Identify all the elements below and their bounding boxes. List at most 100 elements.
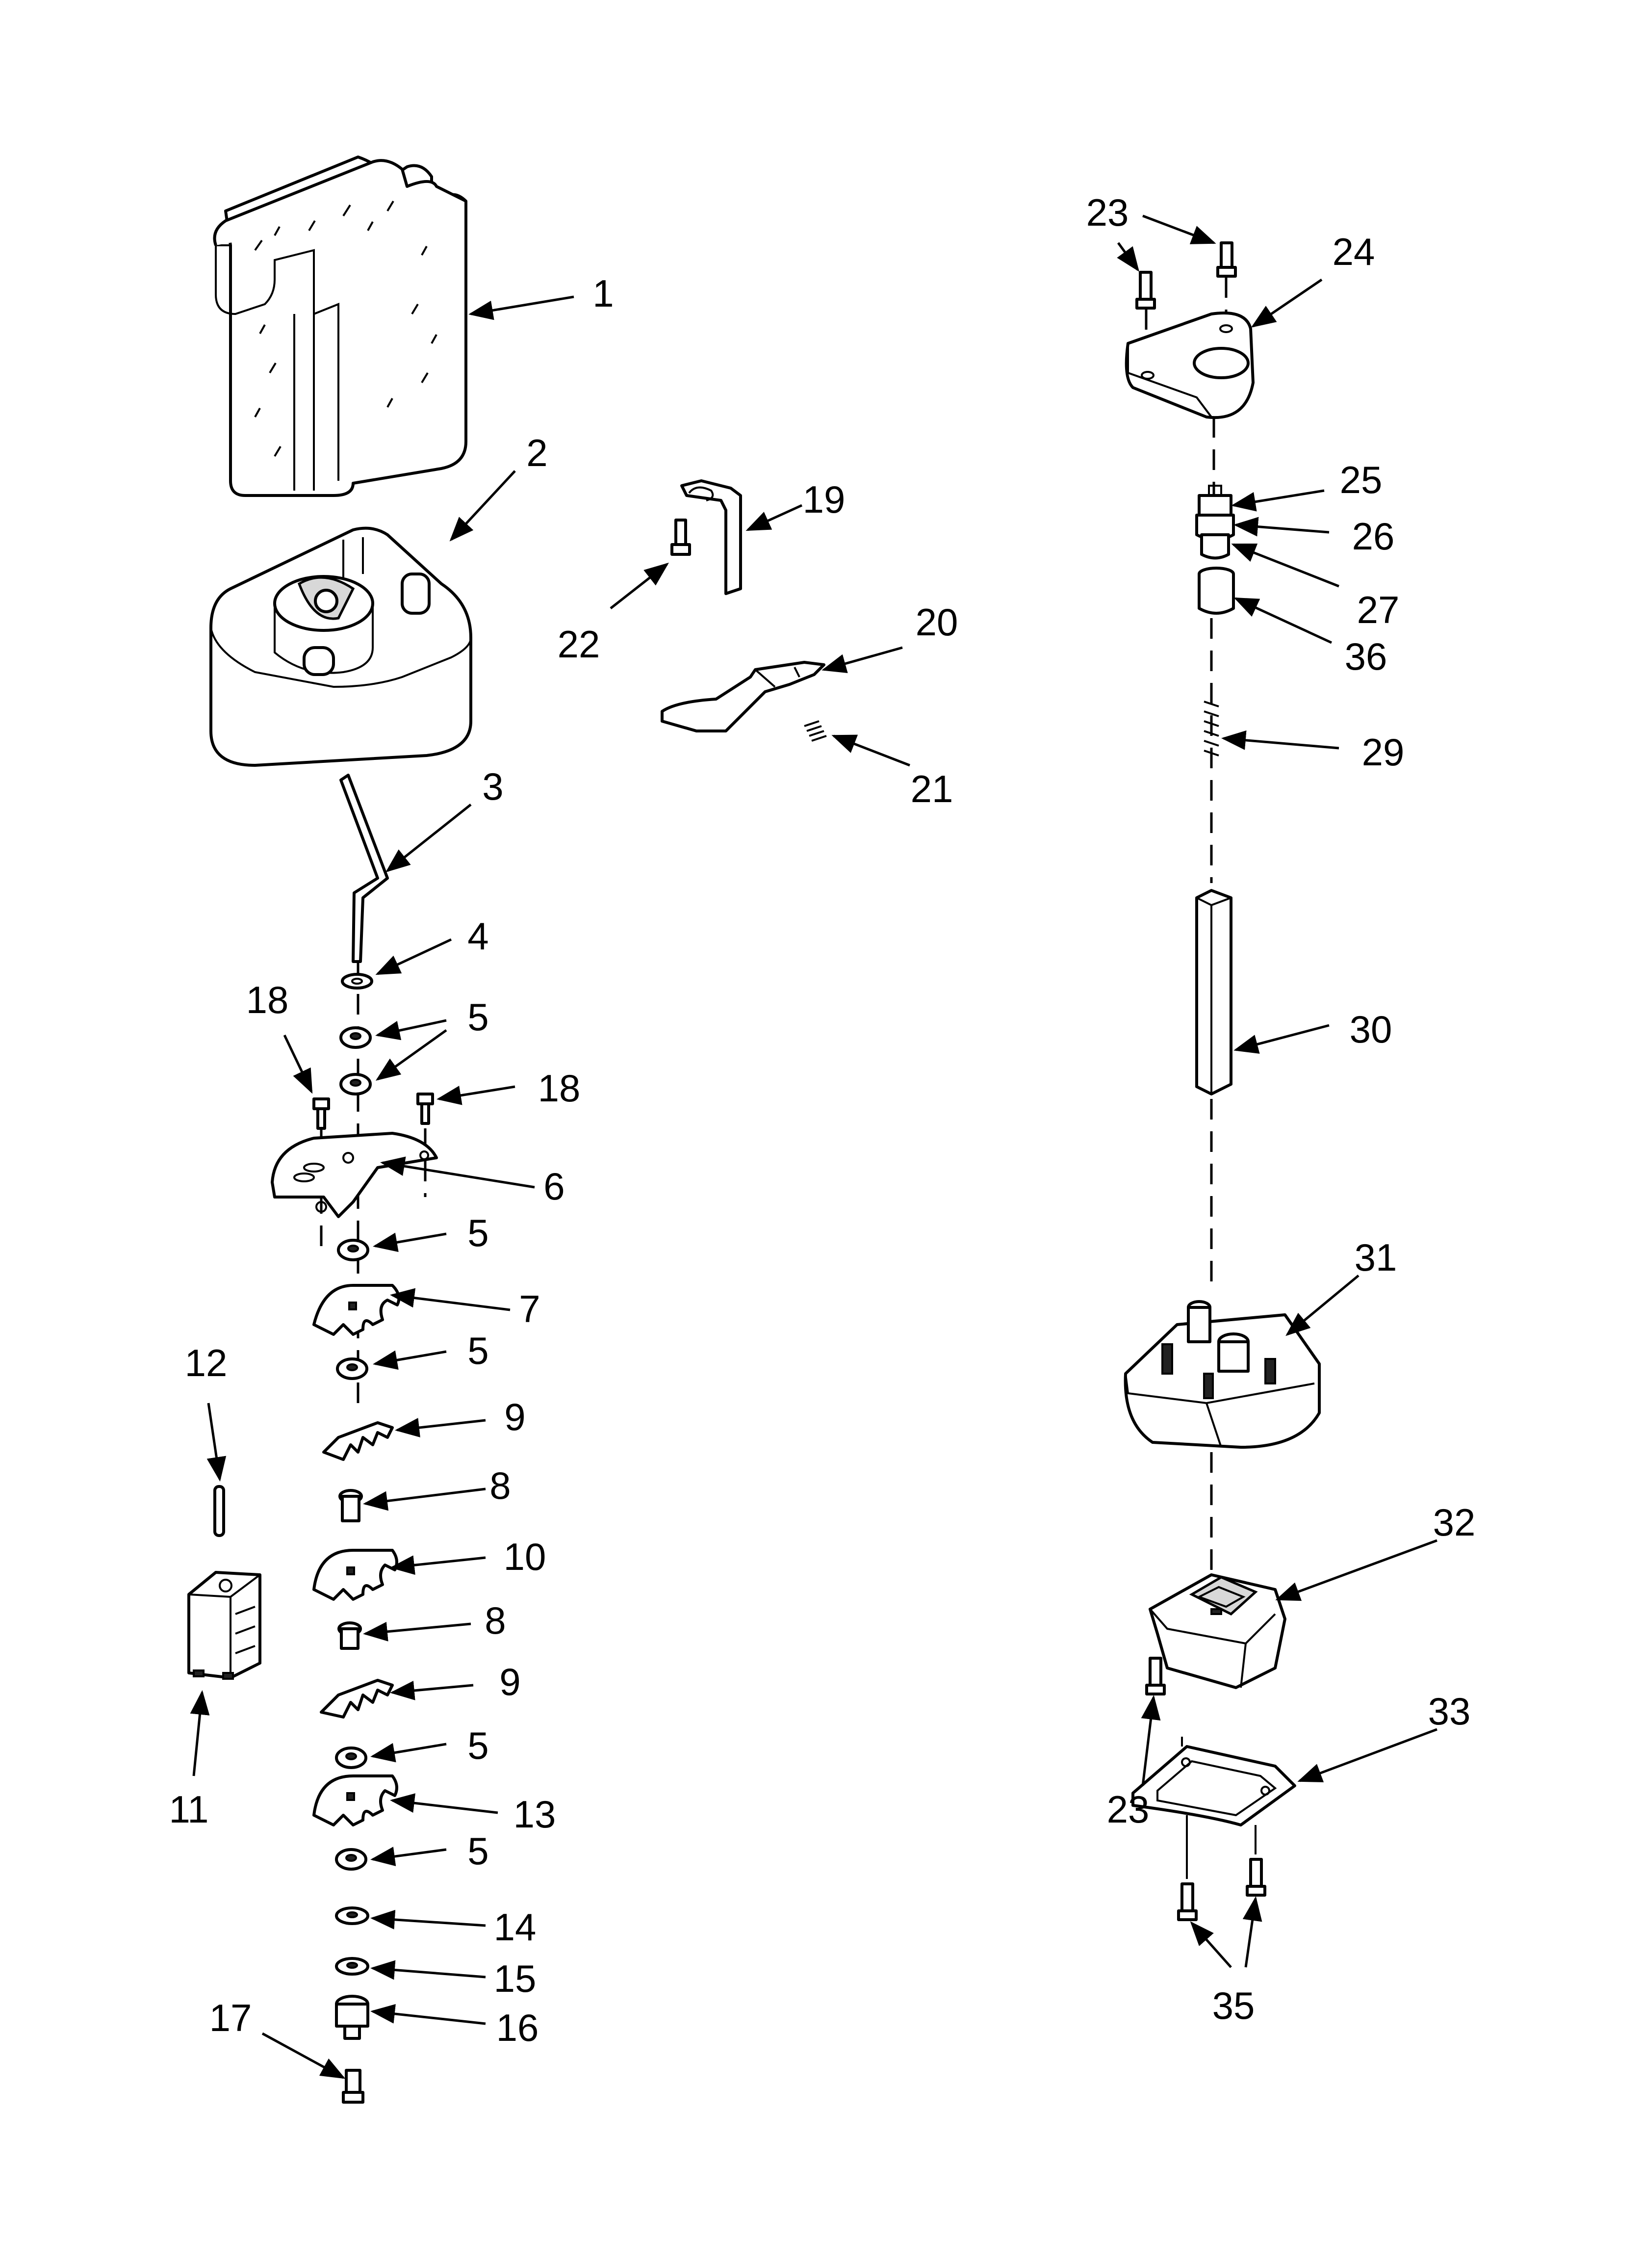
part-5-spacer-f (335, 1848, 367, 1871)
part-6-bracket (271, 1132, 438, 1218)
callout-9b: 9 (499, 1660, 520, 1703)
part-8-bushing-b (337, 1621, 362, 1650)
leader-5c (373, 1350, 447, 1370)
callout-18a: 18 (246, 978, 289, 1021)
leader-11 (190, 1690, 210, 1776)
leader-12 (206, 1403, 227, 1482)
callout-30: 30 (1350, 1008, 1392, 1051)
callout-32: 32 (1433, 1501, 1476, 1544)
callout-5a: 5 (467, 995, 488, 1039)
part-24-mount-plate (1125, 312, 1255, 419)
callout-18b: 18 (538, 1067, 581, 1110)
leader-16 (370, 2004, 486, 2025)
callout-23a: 23 (1086, 191, 1129, 234)
leader-17 (261, 2032, 346, 2079)
callout-4: 4 (467, 914, 488, 958)
callout-15: 15 (494, 1957, 537, 2000)
leader-10 (390, 1555, 486, 1575)
callout-labels: 1 2 3 4 5 18 18 6 5 7 5 12 9 8 10 8 9 11… (169, 191, 1476, 2049)
leader-23a2 (1142, 214, 1216, 244)
part-23-screw-lower (1145, 1657, 1166, 1695)
part-19-clip (680, 479, 742, 595)
leader-4 (375, 938, 452, 975)
callout-9a: 9 (504, 1395, 525, 1438)
leader-29 (1221, 730, 1339, 750)
leader-15 (370, 1960, 486, 1980)
part-9-stationary-blade-b (320, 1679, 394, 1719)
leader-22 (610, 562, 669, 609)
part-35-screw-right (1246, 1825, 1266, 1897)
callout-29: 29 (1362, 730, 1405, 774)
callout-5c: 5 (467, 1329, 488, 1372)
leader-9b (390, 1681, 474, 1700)
callout-2: 2 (526, 431, 547, 474)
leader-8a (363, 1487, 486, 1511)
callout-26: 26 (1352, 515, 1395, 558)
leader-23a1 (1117, 242, 1139, 272)
leader-14 (370, 1909, 486, 1929)
leader-19 (745, 504, 803, 531)
part-32-motor (1149, 1573, 1286, 1689)
part-30-shaft (1195, 889, 1232, 1095)
leader-13 (390, 1793, 498, 1814)
part-13-blade (312, 1774, 398, 1826)
part-2-ice-bucket (209, 526, 472, 767)
callout-17: 17 (209, 1996, 252, 2039)
callout-19: 19 (803, 478, 846, 521)
leader-5d (370, 1743, 447, 1763)
callout-7: 7 (519, 1287, 540, 1330)
part-5-spacer-c (337, 1239, 369, 1261)
part-5-spacer-d (336, 1357, 368, 1380)
leader-21 (831, 734, 910, 767)
callout-14: 14 (494, 1905, 537, 1949)
callout-21: 21 (911, 767, 953, 810)
callout-22: 22 (558, 623, 600, 666)
part-1-bin-cover (213, 156, 467, 497)
leader-8b (363, 1621, 471, 1642)
leader-5e (370, 1847, 447, 1866)
leader-5a (375, 1019, 447, 1041)
callout-8b: 8 (485, 1599, 506, 1642)
callout-13: 13 (513, 1793, 556, 1836)
leader-27 (1231, 543, 1339, 588)
callout-6: 6 (543, 1165, 564, 1208)
part-5-spacer-a (339, 1026, 372, 1049)
part-35-screw-left (1177, 1815, 1198, 1921)
leader-18b (436, 1085, 515, 1105)
leader-36 (1233, 597, 1333, 644)
part-33-gasket (1131, 1737, 1296, 1826)
leader-5a2 (375, 1029, 447, 1081)
part-5-spacer-e (335, 1747, 367, 1769)
leader-2 (449, 470, 516, 542)
callout-3: 3 (482, 765, 503, 808)
part-22-screw (670, 519, 691, 556)
part-25-26-27-coupler (1195, 485, 1235, 560)
leader-lines (190, 214, 1437, 2079)
part-11-housing (187, 1571, 261, 1680)
callout-25: 25 (1340, 458, 1383, 501)
part-14-washer (335, 1906, 369, 1925)
callout-11: 11 (169, 1788, 209, 1831)
leader-7 (390, 1288, 511, 1311)
part-15-washer (335, 1957, 369, 1976)
part-9-stationary-blade-a (322, 1421, 394, 1461)
part-18-screw-right (416, 1093, 434, 1197)
leader-35a (1190, 1921, 1232, 1968)
part-16-nut (335, 1995, 369, 2040)
part-10-blade (312, 1549, 398, 1601)
leader-1 (468, 295, 574, 320)
leader-35b (1242, 1896, 1262, 1968)
leader-25 (1231, 489, 1325, 512)
callout-35: 35 (1212, 1984, 1255, 2027)
callout-23b: 23 (1107, 1788, 1150, 1831)
part-29-spring (1204, 701, 1219, 756)
leader-9a (395, 1418, 486, 1437)
leader-23b (1141, 1695, 1161, 1786)
leader-3 (385, 804, 472, 873)
part-21-spring (804, 720, 827, 742)
part-12-pin (213, 1485, 225, 1537)
callout-33: 33 (1428, 1690, 1471, 1733)
part-20-lever (661, 661, 825, 732)
callout-5b: 5 (467, 1211, 488, 1254)
